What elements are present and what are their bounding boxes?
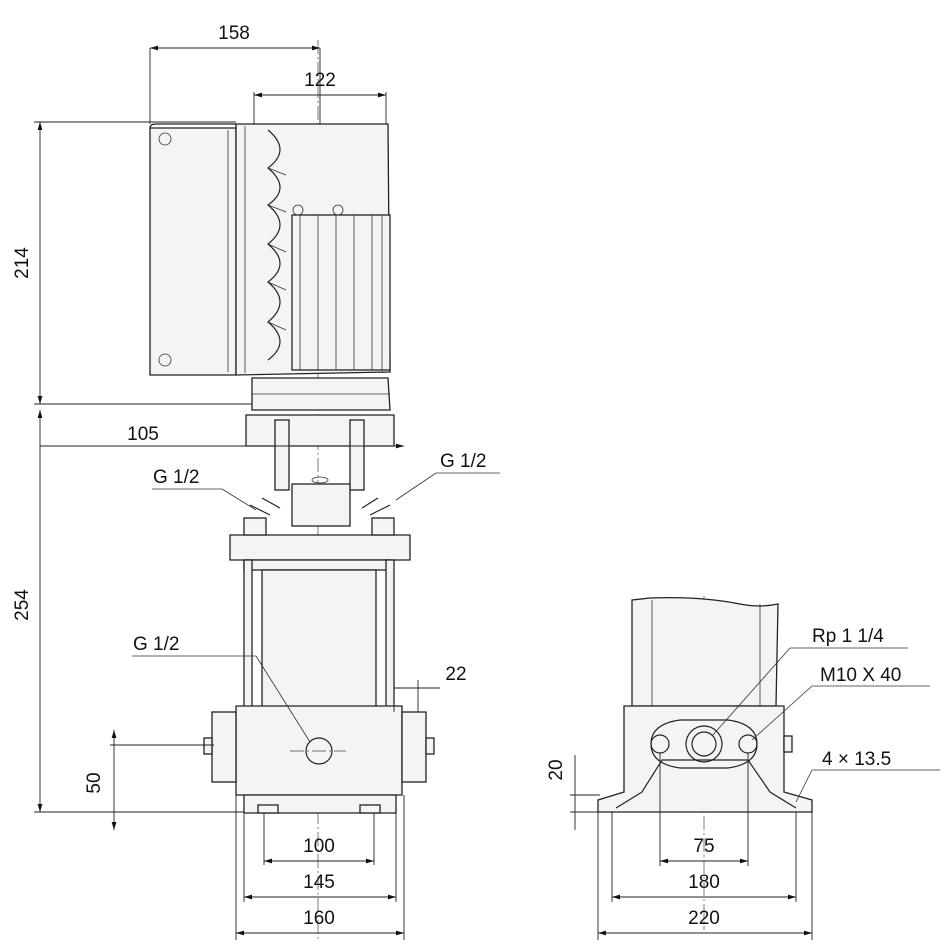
dim-label-254: 254 <box>12 589 33 621</box>
dim-105: 105 <box>40 424 404 449</box>
dim-label-158: 158 <box>218 23 250 44</box>
motor-stool <box>245 377 395 527</box>
dim-label-75: 75 <box>693 836 714 857</box>
front-view: 158 122 214 105 254 <box>12 23 500 940</box>
dim-180: 180 <box>611 812 797 902</box>
dim-label-50: 50 <box>84 772 105 793</box>
callout-rp-label: Rp 1 1/4 <box>812 626 884 647</box>
dim-145: 145 <box>243 813 397 902</box>
callout-g-left: G 1/2 <box>152 467 257 511</box>
dim-122: 122 <box>253 70 387 124</box>
dim-75: 75 <box>659 753 749 866</box>
callout-g-lower: G 1/2 <box>132 634 311 743</box>
dim-label-214: 214 <box>12 247 33 279</box>
dim-220: 220 <box>597 812 813 940</box>
dim-label-20: 20 <box>546 759 567 780</box>
dim-50: 50 <box>84 730 244 830</box>
callout-bolt-label: M10 X 40 <box>820 665 901 686</box>
side-view: 20 75 180 220 Rp 1 1/4 <box>546 596 940 940</box>
callout-holes-label: 4 × 13.5 <box>822 749 891 770</box>
dim-label-100: 100 <box>303 836 335 857</box>
callout-g-right: G 1/2 <box>395 451 500 501</box>
dim-label-220: 220 <box>688 908 720 929</box>
dim-214: 214 <box>12 121 252 405</box>
callout-rp: Rp 1 1/4 <box>711 626 908 737</box>
motor-body <box>235 123 391 376</box>
dim-100: 100 <box>263 813 375 865</box>
callout-g-left-label: G 1/2 <box>153 467 199 488</box>
side-base <box>597 705 813 813</box>
callout-g-right-label: G 1/2 <box>440 451 486 472</box>
dim-label-22: 22 <box>445 664 466 685</box>
dim-158: 158 <box>149 23 321 124</box>
dim-label-180: 180 <box>688 872 720 893</box>
dim-label-145: 145 <box>303 872 335 893</box>
side-pump-sleeve <box>631 596 779 707</box>
pump-base <box>203 705 435 814</box>
callout-bolt: M10 X 40 <box>751 665 930 741</box>
pump-head <box>229 497 411 571</box>
dim-label-160: 160 <box>303 908 335 929</box>
callout-g-lower-label: G 1/2 <box>133 634 179 655</box>
pump-sleeve <box>243 559 395 711</box>
motor-terminal-box <box>149 123 237 376</box>
dim-160: 160 <box>235 795 405 940</box>
dim-20: 20 <box>546 755 600 830</box>
callout-holes: 4 × 13.5 <box>795 749 940 803</box>
dim-22: 22 <box>393 664 467 712</box>
dim-label-122: 122 <box>304 70 336 91</box>
dim-label-105: 105 <box>127 424 159 445</box>
